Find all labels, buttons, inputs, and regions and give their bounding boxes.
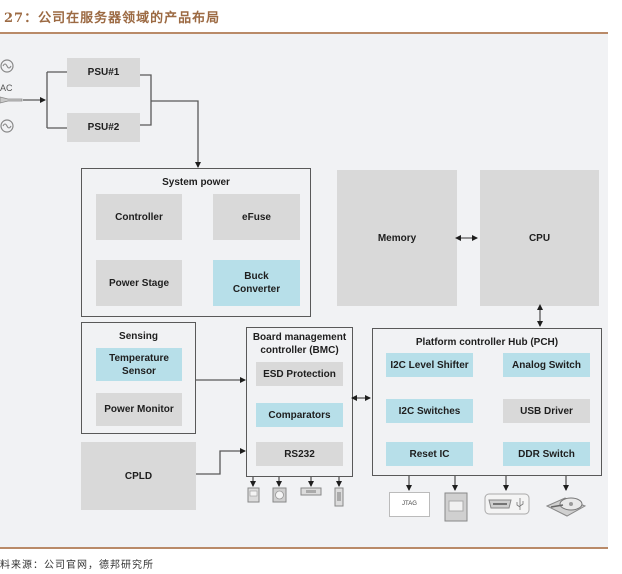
psu-1-block: PSU#1 xyxy=(67,58,140,87)
controller-block: Controller xyxy=(96,194,182,240)
usb-driver-block: USB Driver xyxy=(503,399,590,423)
fan-icon xyxy=(272,487,287,503)
ddr-switch-block: DDR Switch xyxy=(503,442,590,466)
reset-ic-block: Reset IC xyxy=(386,442,473,466)
sd-card-icon xyxy=(247,487,260,503)
esd-protection-block: ESD Protection xyxy=(256,362,343,386)
pch-frame: Platform controller Hub (PCH) xyxy=(372,328,602,476)
jtag-connector: JTAG xyxy=(389,492,430,517)
psu-2-block: PSU#2 xyxy=(67,113,140,142)
top-divider xyxy=(0,32,608,34)
i2c-switches-block: I2C Switches xyxy=(386,399,473,423)
power-stage-block: Power Stage xyxy=(96,260,182,306)
efuse-block: eFuse xyxy=(213,194,300,240)
power-monitor-block: Power Monitor xyxy=(96,393,182,426)
system-power-title: System power xyxy=(162,177,230,188)
sensing-title: Sensing xyxy=(119,331,158,342)
buck-converter-block: Buck Converter xyxy=(213,260,300,306)
pch-title: Platform controller Hub (PCH) xyxy=(415,337,559,348)
cpu-block: CPU xyxy=(480,170,599,306)
ac-sine-icon xyxy=(0,59,14,73)
i2c-level-shifter-block: I2C Level Shifter xyxy=(386,353,473,377)
sensing-frame: Sensing xyxy=(81,322,196,434)
bmc-frame: Board management controller (BMC) xyxy=(246,327,353,477)
usb-port-icon xyxy=(484,493,530,515)
ac-sine-icon xyxy=(0,119,14,133)
figure-title: 27：公司在服务器领域的产品布局 xyxy=(4,11,221,26)
bmc-title: Board management controller (BMC) xyxy=(252,332,347,356)
ethernet-port-icon xyxy=(444,492,468,522)
ac-plug-icon xyxy=(0,96,23,104)
ac-label: AC xyxy=(0,83,13,93)
serial-port-icon xyxy=(300,487,322,496)
vertical-port-icon xyxy=(334,487,344,507)
hard-drive-icon xyxy=(545,497,587,517)
memory-block: Memory xyxy=(337,170,457,306)
comparators-block: Comparators xyxy=(256,403,343,427)
analog-switch-block: Analog Switch xyxy=(503,353,590,377)
rs232-block: RS232 xyxy=(256,442,343,466)
bottom-divider xyxy=(0,547,608,549)
temperature-sensor-block: Temperature Sensor xyxy=(96,348,182,381)
cpld-block: CPLD xyxy=(81,442,196,510)
source-note: 料来源：公司官网，德邦研究所 xyxy=(0,560,154,571)
system-power-frame: System power xyxy=(81,168,311,317)
